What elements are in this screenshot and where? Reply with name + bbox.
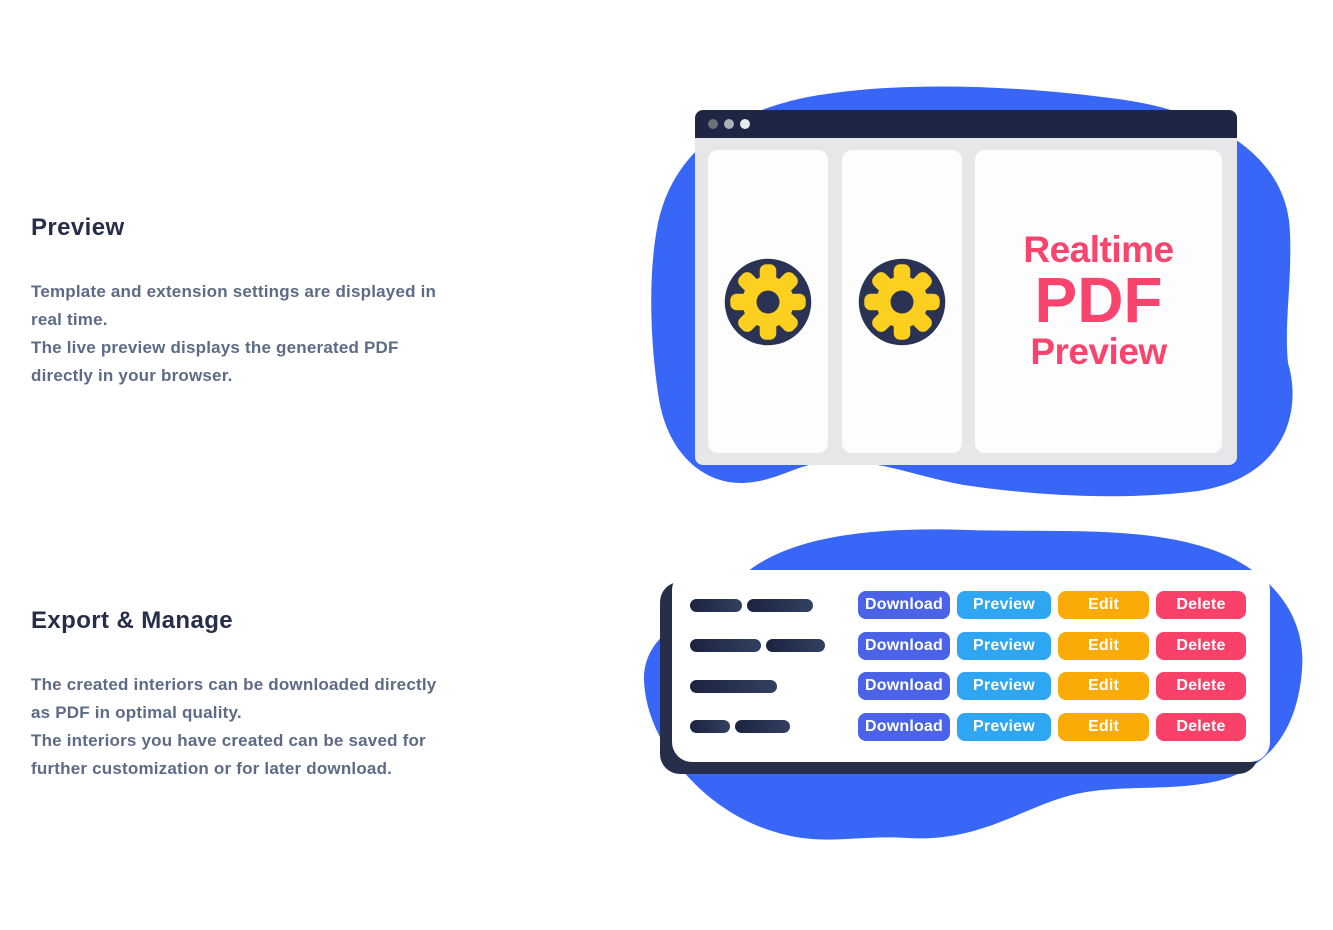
browser-body: Realtime PDF Preview [695,138,1237,465]
browser-window: Realtime PDF Preview [695,110,1237,465]
edit-button[interactable]: Edit [1058,631,1149,660]
window-dot-icon [740,119,750,129]
text-dash [690,639,761,653]
text-dash [690,720,730,734]
manage-description: The created interiors can be downloaded … [31,675,437,778]
row-text-placeholder [690,598,858,612]
text-dash [690,598,742,612]
window-dot-icon [708,119,718,129]
delete-button[interactable]: Delete [1156,672,1246,701]
download-button[interactable]: Download [858,591,950,619]
edit-button[interactable]: Edit [1058,712,1149,741]
manage-text-block: Export & Manage The created interiors ca… [31,607,571,783]
download-button[interactable]: Download [858,712,950,741]
preview-description: Template and extension settings are disp… [31,282,437,385]
row-text-placeholder [690,679,858,693]
download-button[interactable]: Download [858,672,950,701]
preview-illustration: Realtime PDF Preview [648,83,1308,503]
manage-heading: Export & Manage [31,607,234,634]
delete-button[interactable]: Delete [1156,631,1246,660]
download-button[interactable]: Download [858,631,950,660]
row-text-placeholder [690,720,858,734]
gear-icon [724,258,812,345]
text-dash [747,598,813,612]
delete-button[interactable]: Delete [1156,591,1246,619]
preview-text-block: Preview Template and extension settings … [31,214,571,390]
settings-panel [842,150,962,453]
edit-button[interactable]: Edit [1058,672,1149,701]
text-dash [690,679,777,693]
row-text-placeholder [690,639,858,653]
pdf-title-line: Realtime [1023,228,1174,270]
browser-titlebar [695,110,1237,138]
preview-button[interactable]: Preview [957,672,1051,701]
text-dash [735,720,790,734]
preview-button[interactable]: Preview [957,631,1051,660]
gear-icon [858,258,946,345]
pdf-title-line: Preview [1030,330,1167,372]
delete-button[interactable]: Delete [1156,712,1246,741]
settings-panel [708,150,828,453]
pdf-title-line: PDF [1034,263,1163,336]
preview-button[interactable]: Preview [957,591,1051,619]
pdf-preview-panel: Realtime PDF Preview [975,150,1222,453]
preview-button[interactable]: Preview [957,712,1051,741]
text-dash [766,639,825,653]
edit-button[interactable]: Edit [1058,591,1149,619]
preview-heading: Preview [31,214,125,241]
window-dot-icon [724,119,734,129]
